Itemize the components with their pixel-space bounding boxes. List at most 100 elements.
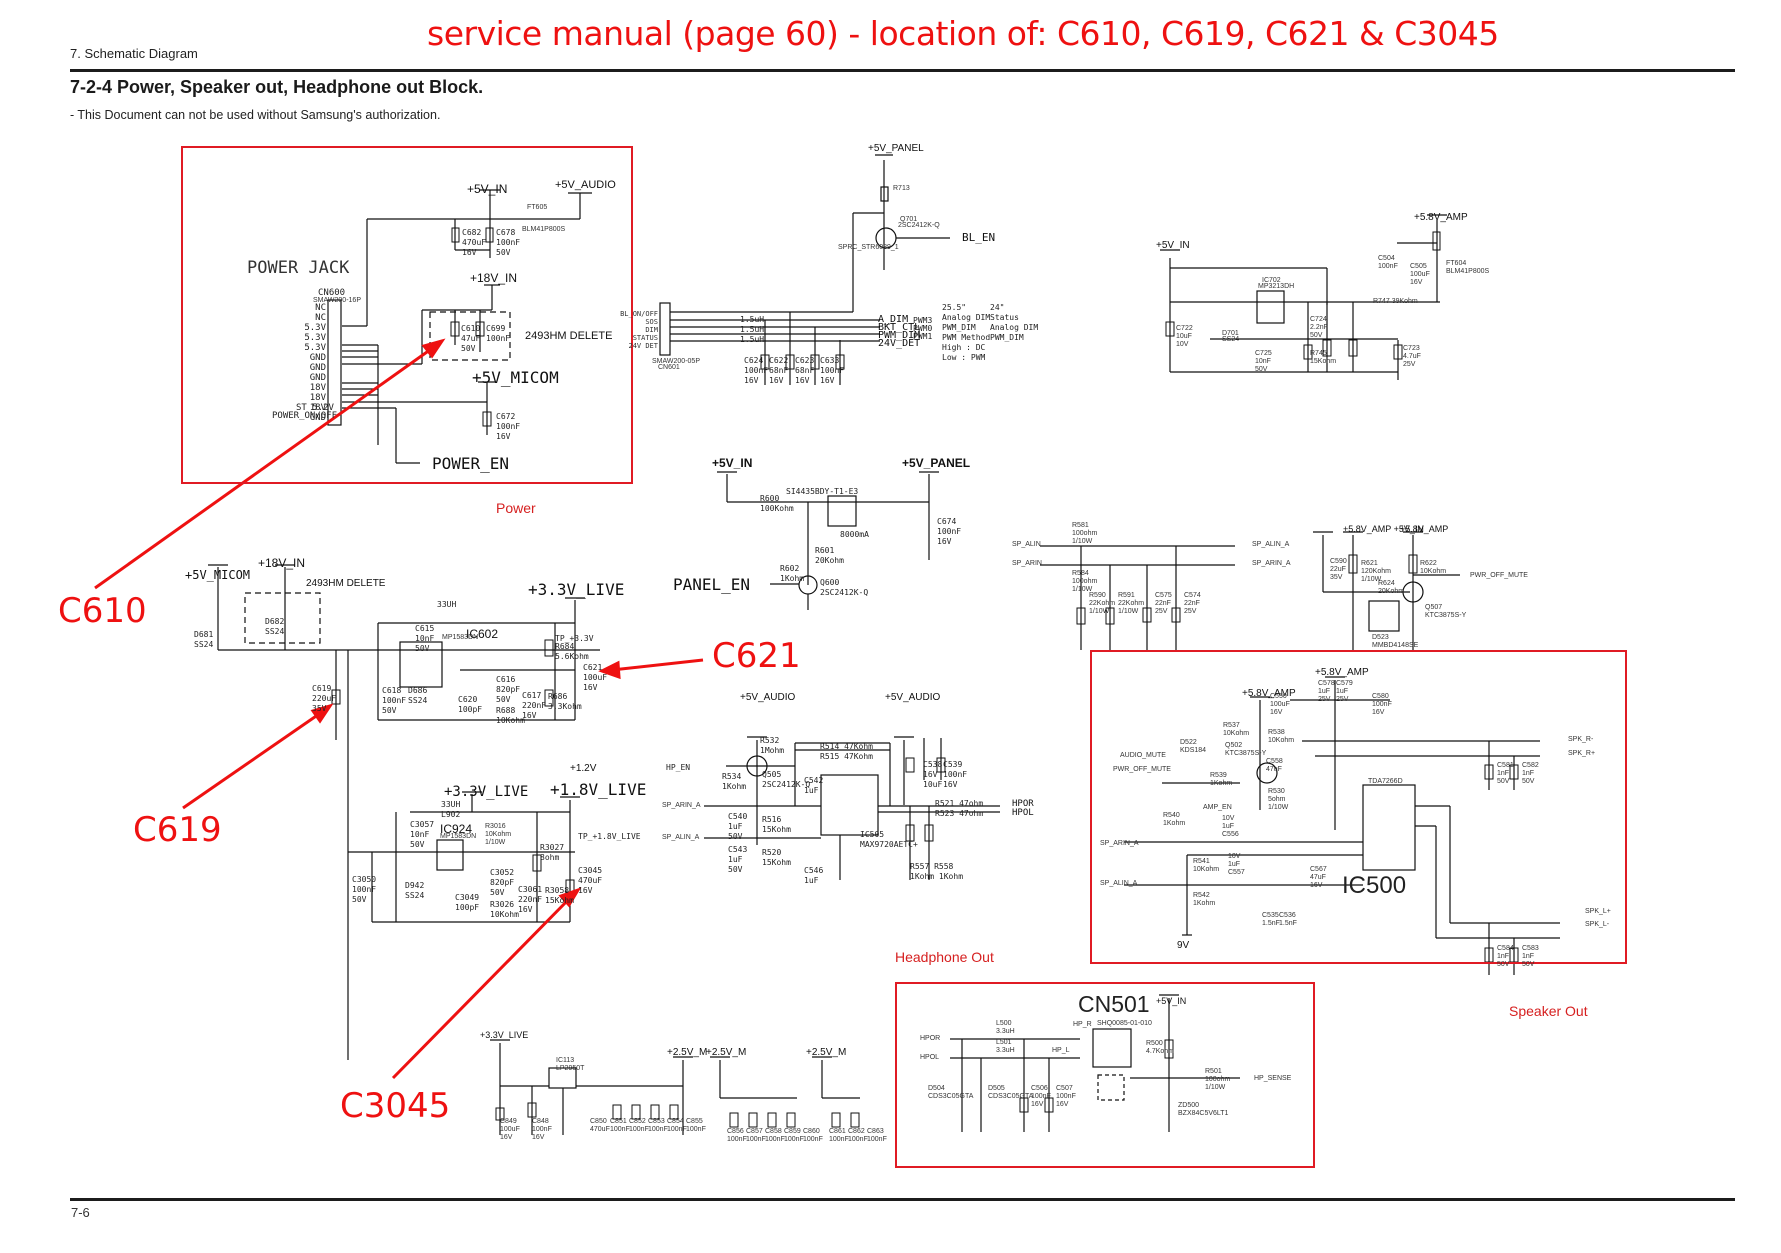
boost-rail-out: +5.8V_AMP xyxy=(1414,212,1468,223)
rail-5v-micom: +5V_MICOM xyxy=(472,368,559,387)
ldo-rail-out-3: +2.5V_M xyxy=(806,1047,847,1058)
cn501-part: SHQ0085-01-010 xyxy=(1097,1020,1152,1027)
pwr-off-mute-out: PWR_OFF_MUTE xyxy=(1470,572,1528,579)
amp-in-sp-arin-a: SP_ARIN_A xyxy=(1100,840,1139,847)
headphone-jack-block-box xyxy=(895,982,1315,1168)
power-block-box xyxy=(181,146,633,484)
rail-3v3-live-1v8: +3.3V_LIVE xyxy=(444,784,529,800)
amp-in-pwr-off-mute: PWR_OFF_MUTE xyxy=(1113,766,1171,773)
pin-label: 5.3V xyxy=(304,323,326,333)
callout-c619: C619 xyxy=(133,810,222,850)
sp-arin-a-out: SP_ARIN_A xyxy=(1252,560,1291,567)
pin-label: 18V xyxy=(309,393,326,403)
ic924-part: MP1583DN xyxy=(440,833,477,840)
arrow-c610 xyxy=(94,345,435,590)
spk-r-plus: SPK_R+ xyxy=(1568,750,1596,757)
delete-note-power: 2493HM DELETE xyxy=(525,330,613,342)
spk-l-minus: SPK_L- xyxy=(1585,921,1610,928)
pin-label: GND xyxy=(309,413,326,423)
amp-rail-1: +5.8V_AMP xyxy=(1242,688,1296,699)
callout-arrows xyxy=(94,338,704,1080)
ic924-ref: IC924 xyxy=(440,822,473,836)
pin-label: GND xyxy=(309,373,326,383)
footer-rule xyxy=(70,1198,1735,1201)
amp-rail-2: +5.8V_AMP xyxy=(1315,667,1369,678)
panel-en-net: PANEL_EN xyxy=(673,575,751,594)
amp-in-amp-en: AMP_EN xyxy=(1203,804,1232,811)
rail-1v2: +1.2V xyxy=(570,763,597,774)
panel-rail-out: +5V_PANEL xyxy=(902,456,971,470)
ldo-rail-out-2: +2.5V_M xyxy=(706,1047,747,1058)
pin-label-power-onoff: POWER_ON/OFF xyxy=(272,411,338,421)
mute-rail-3: +5.8V_AMP xyxy=(1400,524,1449,534)
cn600-pin-lines xyxy=(342,344,378,396)
ic602-ref: IC602 xyxy=(466,627,499,641)
annotation-title: service manual (page 60) - location of: … xyxy=(427,14,1499,53)
hp-rail-2: +5V_AUDIO xyxy=(885,692,941,703)
pin-label: 18V xyxy=(309,383,326,393)
section-header: 7. Schematic Diagram xyxy=(70,46,198,61)
ft605-ref: FT605 xyxy=(527,204,548,211)
arrow-c621 xyxy=(611,658,704,672)
ic600-part: SI4435BDY-T1-E3 xyxy=(786,487,859,496)
arrowhead-c619 xyxy=(310,703,334,724)
pin-label: SOS xyxy=(645,318,658,326)
ic702-part: MP3213DH xyxy=(1258,283,1295,290)
cn600-ref: CN600 xyxy=(318,288,346,298)
arrowhead-c3045 xyxy=(558,887,582,908)
sp-arin-in: SP_ARIN xyxy=(1012,560,1042,567)
tp-3v3: TP_+3.3V xyxy=(555,634,594,643)
cn501-rail: +5V_IN xyxy=(1156,996,1187,1006)
ldo-rail-out-1: +2.5V_M xyxy=(667,1047,708,1058)
